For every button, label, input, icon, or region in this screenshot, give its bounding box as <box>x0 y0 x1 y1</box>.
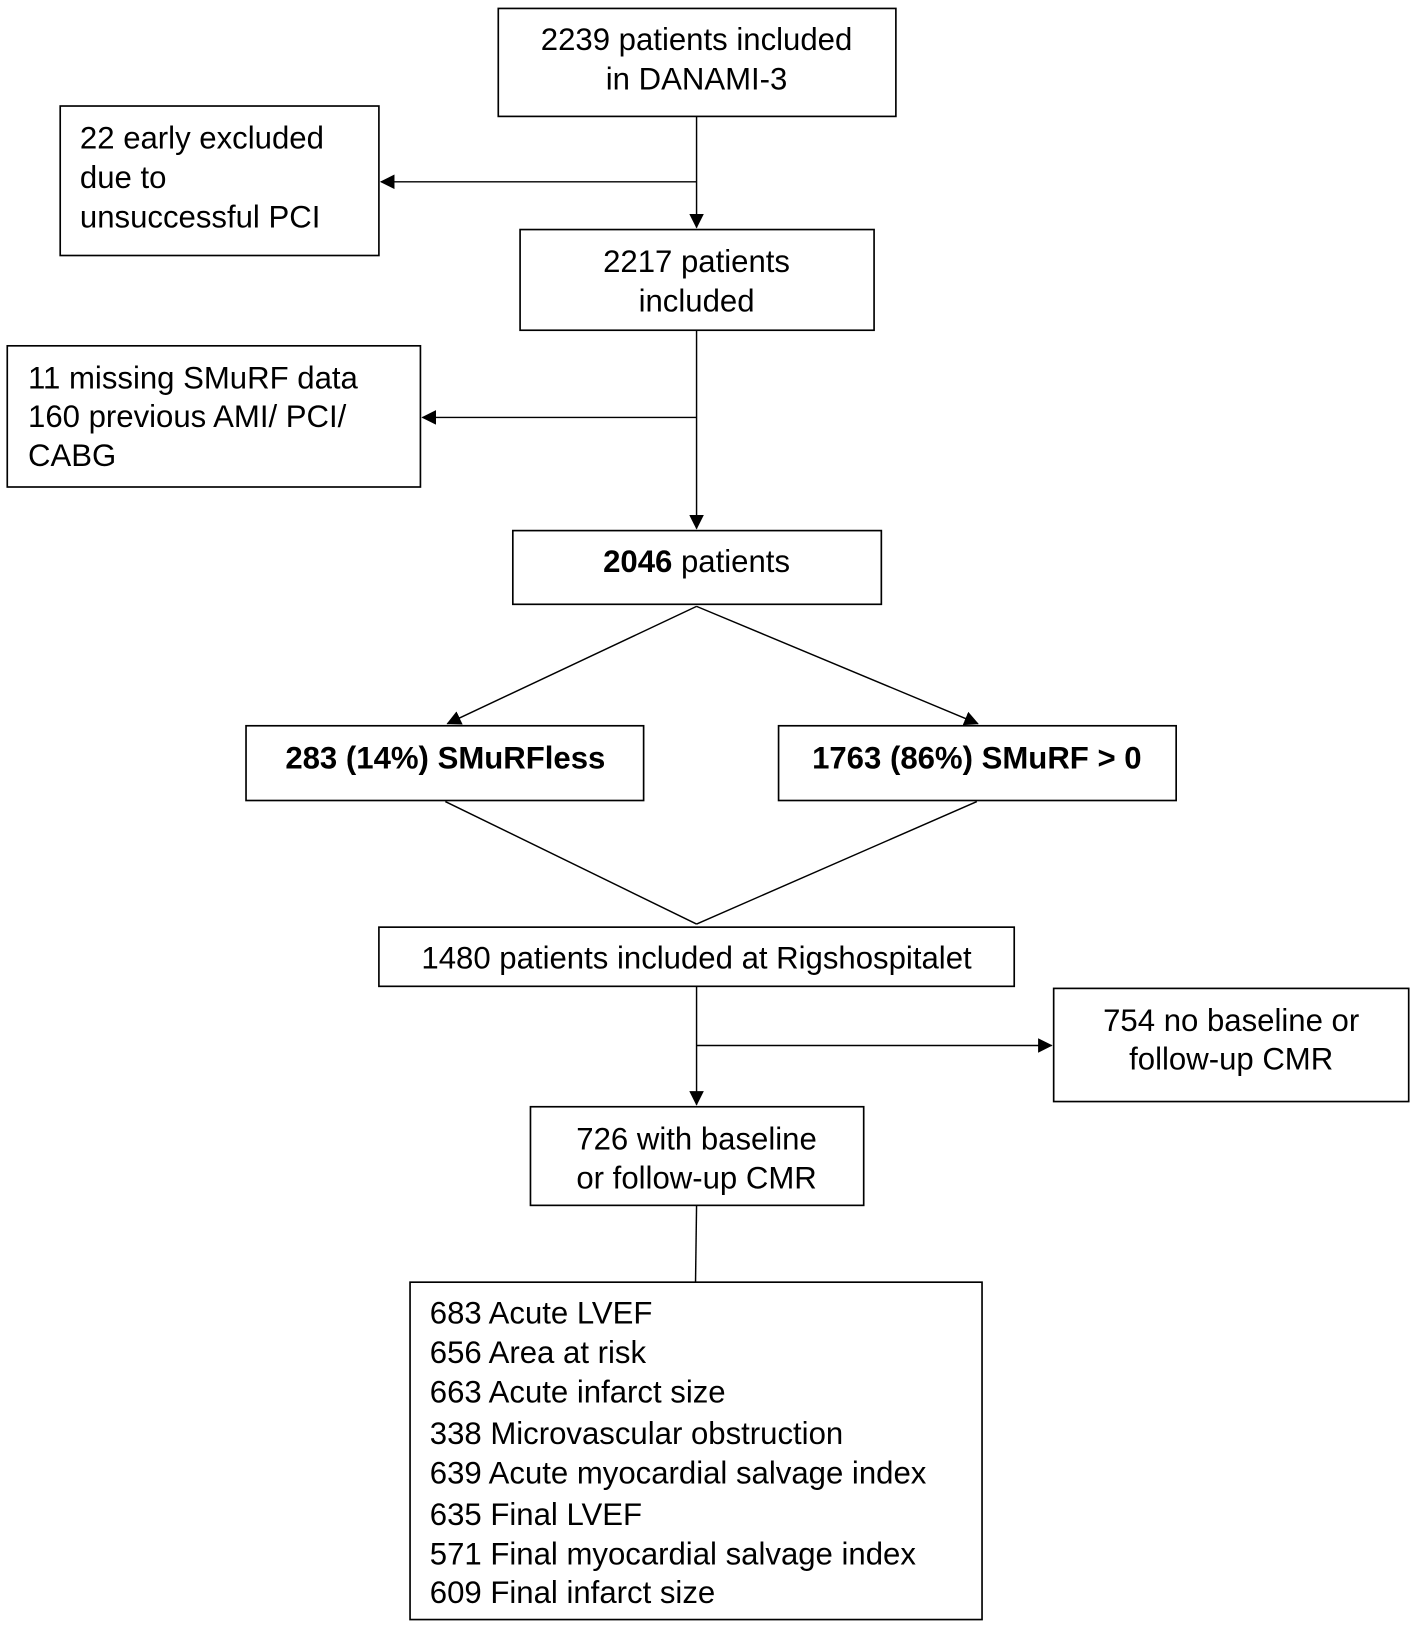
box-2217-included: 2217 patients included <box>519 228 875 332</box>
box-text: 11 missing SMuRF data <box>28 360 359 395</box>
box-text: 283 (14%) SMuRFless <box>285 740 605 775</box>
box-early-excluded: 22 early excluded due to unsuccessful PC… <box>59 105 380 257</box>
outcome-item: 338 Microvascular obstruction <box>430 1416 843 1451</box>
merge-line-right <box>696 800 978 925</box>
outcome-item: 656 Area at risk <box>430 1335 647 1370</box>
count-label: patients <box>672 544 790 579</box>
outcome-item: 609 Final infarct size <box>430 1575 715 1610</box>
box-text: 1480 patients included at Rigshospitalet <box>421 941 972 976</box>
arrow-to-smurfless <box>446 605 697 725</box>
arrow-to-smurf-pos <box>696 605 979 726</box>
box-outcomes: 683 Acute LVEF 656 Area at risk 663 Acut… <box>409 1281 983 1621</box>
box-text: 2217 patients <box>603 244 790 279</box>
box-text: follow-up CMR <box>1129 1041 1333 1076</box>
outcome-item: 635 Final LVEF <box>430 1497 642 1532</box>
box-text: or follow-up CMR <box>576 1161 816 1196</box>
box-text: 2046 patients <box>603 544 790 579</box>
box-text: included <box>639 284 755 319</box>
box-text: CABG <box>28 438 116 473</box>
outcome-item: 571 Final myocardial salvage index <box>430 1537 917 1572</box>
box-no-cmr: 754 no baseline or follow-up CMR <box>1052 987 1410 1103</box>
box-2046-patients: 2046 patients <box>511 529 883 606</box>
outcome-item: 683 Acute LVEF <box>430 1296 653 1331</box>
box-text: 22 early excluded <box>80 121 324 156</box>
bold-count: 2046 <box>603 544 672 579</box>
outcome-item: 663 Acute infarct size <box>430 1375 726 1410</box>
box-missing-data: 11 missing SMuRF data 160 previous AMI/ … <box>6 344 422 488</box>
outcome-item: 639 Acute myocardial salvage index <box>430 1456 927 1491</box>
box-2239-included: 2239 patients included in DANAMI-3 <box>497 7 897 118</box>
box-text: 1763 (86%) SMuRF > 0 <box>812 740 1142 775</box>
line-to-outcomes <box>694 1205 698 1283</box>
box-text: due to <box>80 160 167 195</box>
box-text: 726 with baseline <box>576 1121 817 1156</box>
box-with-cmr: 726 with baseline or follow-up CMR <box>529 1105 865 1207</box>
box-smurfless: 283 (14%) SMuRFless <box>245 724 645 802</box>
box-rigshospitalet: 1480 patients included at Rigshospitalet <box>378 926 1016 988</box>
box-text: 754 no baseline or <box>1103 1003 1359 1038</box>
box-text: 160 previous AMI/ PCI/ <box>28 399 347 434</box>
connectors <box>379 116 1053 1283</box>
box-text: unsuccessful PCI <box>80 199 320 234</box>
merge-line-left <box>445 800 697 925</box>
box-text: in DANAMI-3 <box>606 61 788 96</box>
box-smurf-positive: 1763 (86%) SMuRF > 0 <box>777 724 1177 802</box>
box-text: 2239 patients included <box>541 22 853 57</box>
